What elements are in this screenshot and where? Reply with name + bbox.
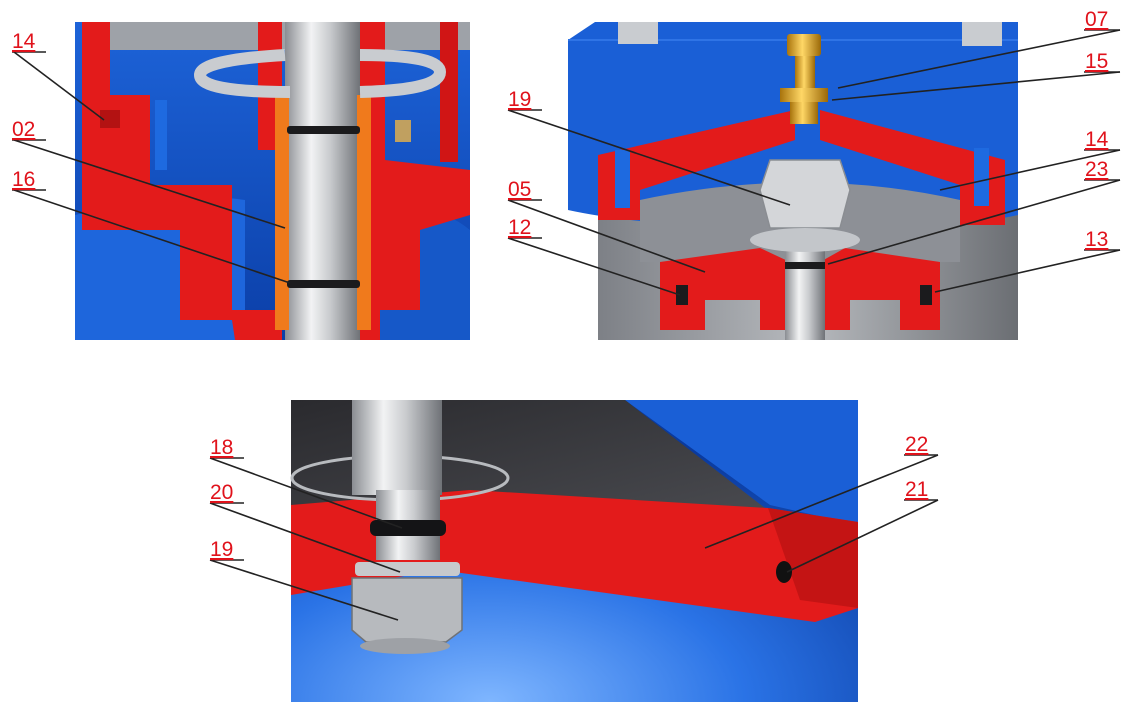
callout-12: 12 xyxy=(508,216,531,239)
callout-13: 13 xyxy=(1085,228,1108,251)
callout-05: 05 xyxy=(508,178,531,201)
callout-18: 18 xyxy=(210,436,233,459)
disc-detail-panel xyxy=(209,400,939,702)
callout-07: 07 xyxy=(1085,8,1108,31)
callout-02: 02 xyxy=(12,118,35,141)
callout-20: 20 xyxy=(210,481,233,504)
callout-19-bottom: 19 xyxy=(210,538,233,561)
callout-21: 21 xyxy=(905,478,928,501)
callout-labels: 14 02 16 07 15 19 14 05 23 12 13 18 20 1… xyxy=(12,8,1109,561)
callout-23: 23 xyxy=(1085,158,1108,181)
callout-15: 15 xyxy=(1085,50,1108,73)
callout-19-top: 19 xyxy=(508,88,531,111)
callout-22: 22 xyxy=(905,433,928,456)
callout-16: 16 xyxy=(12,168,35,191)
bonnet-detail-panel xyxy=(507,22,1121,340)
callout-14-left: 14 xyxy=(12,30,36,53)
stem-seal-detail-panel xyxy=(12,22,470,340)
callout-14-right: 14 xyxy=(1085,128,1109,151)
